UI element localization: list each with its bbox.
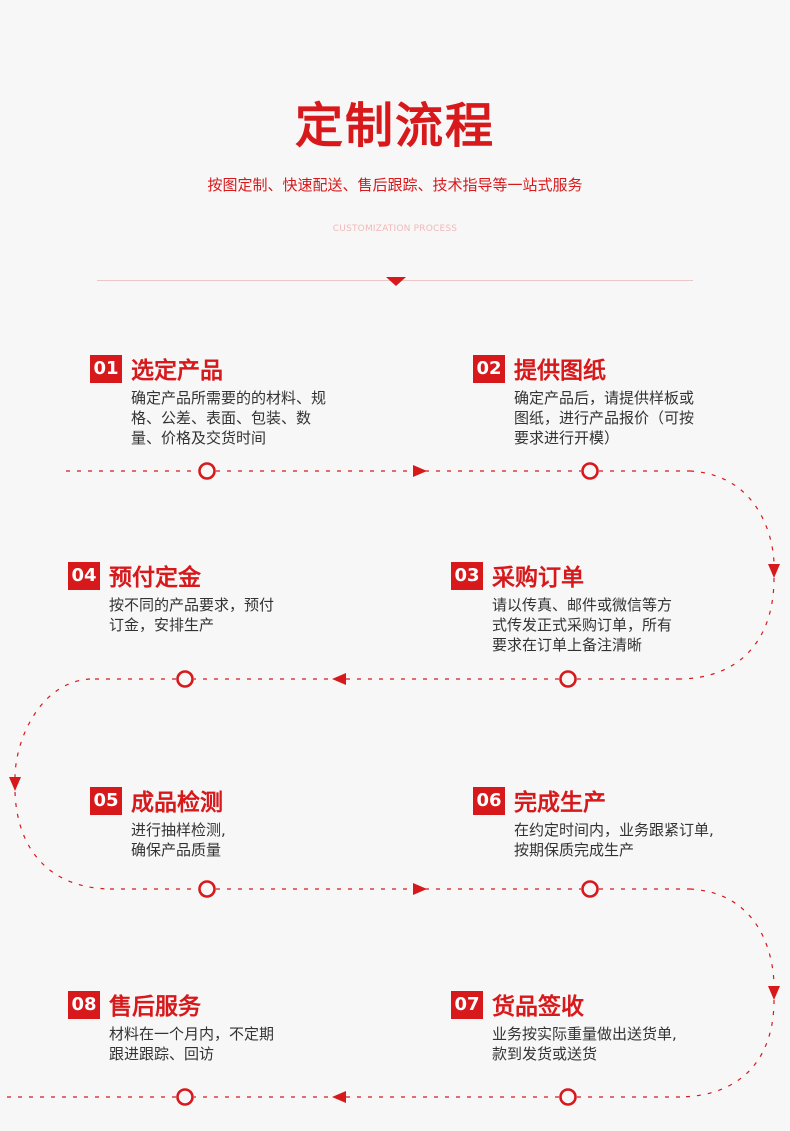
step-description: 确定产品后，请提供样板或图纸，进行产品报价（可按要求进行开模） [514,388,764,448]
page-title: 定制流程 [294,98,495,154]
step-title: 货品签收 [492,994,584,1020]
step-description: 材料在一个月内，不定期跟进跟踪、回访 [109,1024,359,1064]
step-description-line: 在约定时间内，业务跟紧订单, [514,821,714,839]
node-01 [198,462,216,480]
node-08 [176,1088,194,1106]
step-description-line: 材料在一个月内，不定期 [109,1025,275,1043]
step-title: 选定产品 [131,358,223,384]
arrow-down-icon [9,777,21,791]
node-07 [559,1088,577,1106]
step-description-line: 式传发正式采购订单，所有 [492,616,673,634]
step-description: 请以传真、邮件或微信等方式传发正式采购订单，所有要求在订单上备注清晰 [492,595,742,655]
arrow-down-icon [768,564,780,578]
step-description-line: 请以传真、邮件或微信等方 [492,596,673,614]
step-description: 按不同的产品要求，预付订金，安排生产 [109,595,359,635]
step-number: 03 [451,562,483,590]
node-05 [198,880,216,898]
step-number: 04 [68,562,100,590]
step-description-line: 按不同的产品要求，预付 [109,596,275,614]
node-06 [581,880,599,898]
step-description-line: 跟进跟踪、回访 [109,1045,215,1063]
step-number: 02 [473,355,505,383]
step-description: 确定产品所需要的的材料、规格、公差、表面、包装、数量、价格及交货时间 [131,388,381,448]
step-description: 业务按实际重量做出送货单, 款到发货或送货 [492,1024,742,1064]
step-number: 07 [451,991,483,1019]
step-number: 05 [90,787,122,815]
arrow-left-icon [332,673,346,685]
arrow-down-icon [768,986,780,1000]
step-description: 在约定时间内，业务跟紧订单, 按期保质完成生产 [514,820,764,860]
step-number: 06 [473,787,505,815]
step-description-line: 格、公差、表面、包装、数 [131,409,312,427]
step-title: 售后服务 [109,994,201,1020]
step-description-line: 按期保质完成生产 [514,841,635,859]
step-description-line: 业务按实际重量做出送货单, [492,1025,677,1043]
step-title: 提供图纸 [514,358,606,384]
step-description-line: 确定产品后，请提供样板或 [514,389,695,407]
step-number: 01 [90,355,122,383]
node-02 [581,462,599,480]
node-04 [176,670,194,688]
step-description-line: 款到发货或送货 [492,1045,598,1063]
step-description-line: 要求在订单上备注清晰 [492,636,643,654]
step-description-line: 确保产品质量 [131,841,222,859]
arrow-left-icon [332,1091,346,1103]
step-description-line: 图纸，进行产品报价（可按 [514,409,695,427]
step-description-line: 要求进行开模） [514,429,620,447]
arrow-right-icon [413,465,427,477]
step-title: 采购订单 [492,565,584,591]
node-03 [559,670,577,688]
step-number: 08 [68,991,100,1019]
step-description: 进行抽样检测, 确保产品质量 [131,820,381,860]
page-subtitle-en: CUSTOMIZATION PROCESS [332,224,458,234]
step-description-line: 订金，安排生产 [109,616,215,634]
step-description-line: 量、价格及交货时间 [131,429,267,447]
step-title: 预付定金 [109,565,201,591]
down-triangle-icon [386,277,406,286]
step-description-line: 确定产品所需要的的材料、规 [131,389,327,407]
step-title: 成品检测 [131,790,223,816]
arrow-right-icon [413,883,427,895]
step-description-line: 进行抽样检测, [131,821,226,839]
step-title: 完成生产 [514,790,606,816]
page-subtitle: 按图定制、快速配送、售后跟踪、技术指导等一站式服务 [207,176,583,194]
